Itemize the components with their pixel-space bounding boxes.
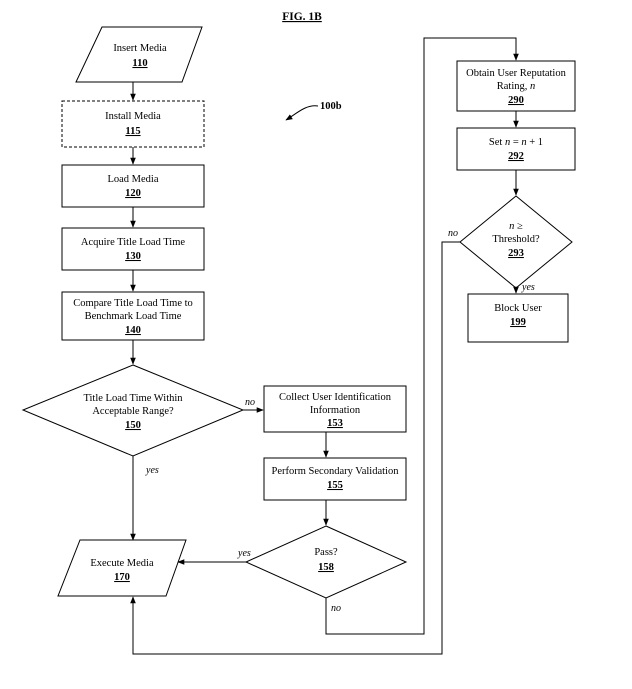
node-obtain-reputation-line2: Rating, n bbox=[497, 81, 536, 92]
node-acquire-time: Acquire Title Load Time 130 bbox=[61, 227, 205, 271]
node-insert-media-label: Insert Media bbox=[113, 43, 167, 54]
node-block-user-num: 199 bbox=[510, 317, 526, 328]
edge-label-threshold-no: no bbox=[448, 228, 458, 239]
node-set-n-label: Set n = n + 1 bbox=[489, 137, 543, 148]
figure-ref-pointer bbox=[285, 105, 319, 121]
node-set-n: Set n = n + 1 292 bbox=[456, 127, 576, 171]
edge-pass-no-loop bbox=[325, 37, 519, 635]
node-execute-media-num: 170 bbox=[114, 572, 130, 583]
node-acquire-time-label: Acquire Title Load Time bbox=[81, 237, 185, 248]
node-load-media-num: 120 bbox=[125, 188, 141, 199]
node-execute-media-label: Execute Media bbox=[90, 558, 154, 569]
node-collect-info: Collect User Identification Information … bbox=[263, 385, 407, 433]
node-install-media-num: 115 bbox=[125, 126, 140, 137]
node-compare-time-line1: Compare Title Load Time to bbox=[73, 298, 193, 309]
node-obtain-reputation-line1: Obtain User Reputation bbox=[466, 68, 566, 79]
node-compare-time-line2: Benchmark Load Time bbox=[85, 311, 182, 322]
node-block-user: Block User 199 bbox=[467, 293, 569, 343]
node-acquire-time-num: 130 bbox=[125, 251, 141, 262]
node-within-range-line2: Acceptable Range? bbox=[92, 406, 174, 417]
node-obtain-reputation: Obtain User Reputation Rating, n 290 bbox=[456, 60, 576, 112]
node-pass-num: 158 bbox=[318, 562, 334, 573]
node-insert-media-num: 110 bbox=[132, 58, 147, 69]
node-pass-label: Pass? bbox=[314, 547, 338, 558]
node-collect-info-num: 153 bbox=[327, 418, 343, 429]
edge-label-pass-no: no bbox=[331, 603, 341, 614]
node-execute-media: Execute Media 170 bbox=[57, 539, 187, 597]
node-threshold-num: 293 bbox=[508, 248, 524, 259]
node-set-n-num: 292 bbox=[508, 151, 524, 162]
node-install-media-label: Install Media bbox=[105, 111, 161, 122]
node-threshold-line2: Threshold? bbox=[492, 234, 540, 245]
node-collect-info-line1: Collect User Identification bbox=[279, 392, 392, 403]
edge-label-range-no: no bbox=[245, 397, 255, 408]
node-block-user-label: Block User bbox=[494, 303, 542, 314]
node-within-range-num: 150 bbox=[125, 420, 141, 431]
node-obtain-reputation-num: 290 bbox=[508, 95, 524, 106]
node-collect-info-line2: Information bbox=[310, 405, 361, 416]
node-compare-time-num: 140 bbox=[125, 325, 141, 336]
figure-title: FIG. 1B bbox=[282, 11, 322, 23]
node-within-range: Title Load Time Within Acceptable Range?… bbox=[21, 364, 245, 457]
node-pass: Pass? 158 bbox=[244, 525, 408, 599]
figure-ref-label: 100b bbox=[320, 101, 342, 112]
edge-label-pass-yes: yes bbox=[237, 548, 251, 559]
edge-threshold-no-loop bbox=[130, 241, 460, 655]
node-load-media: Load Media 120 bbox=[61, 164, 205, 208]
node-secondary-validation-label: Perform Secondary Validation bbox=[272, 466, 400, 477]
node-threshold-line1: n ≥ bbox=[509, 221, 523, 232]
edge-label-range-yes: yes bbox=[145, 465, 159, 476]
node-within-range-line1: Title Load Time Within bbox=[83, 393, 183, 404]
node-threshold: n ≥ Threshold? 293 bbox=[459, 195, 573, 289]
node-install-media: Install Media 115 bbox=[61, 100, 205, 148]
node-secondary-validation-num: 155 bbox=[327, 480, 343, 491]
edge-label-threshold-yes: yes bbox=[521, 282, 535, 293]
node-load-media-label: Load Media bbox=[107, 174, 158, 185]
node-secondary-validation: Perform Secondary Validation 155 bbox=[263, 457, 407, 501]
node-compare-time: Compare Title Load Time to Benchmark Loa… bbox=[61, 291, 205, 341]
node-insert-media: Insert Media 110 bbox=[75, 26, 203, 83]
